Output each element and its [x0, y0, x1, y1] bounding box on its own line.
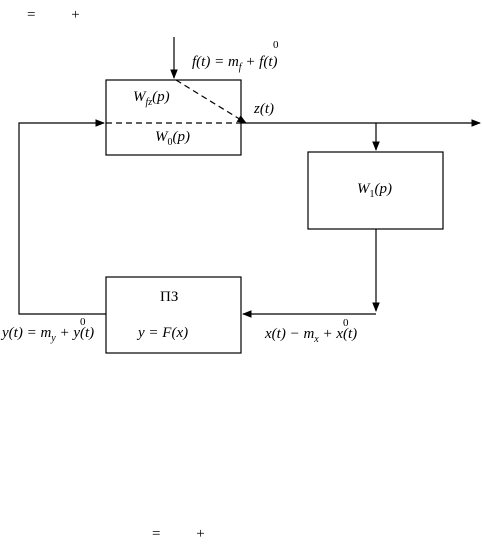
- feedback-signal-accent: 0: [80, 316, 86, 328]
- feedback-line: [18, 119, 106, 315]
- feedback-signal-label: y(t) = my + y(t): [0, 325, 94, 344]
- block-right-label: W1(p): [357, 181, 392, 200]
- top-plus: +: [71, 7, 80, 23]
- block-bottom-formula: y = F(x): [136, 325, 188, 341]
- bottom-plus: +: [196, 526, 205, 542]
- block-bottom: [105, 276, 242, 354]
- input-signal-label: f(t) = mf + f(t): [192, 54, 278, 73]
- output-signal-label: z(t): [253, 101, 274, 117]
- bottom-equals: =: [152, 526, 161, 542]
- block-top-diagonal: [175, 79, 247, 124]
- input-signal-accent: 0: [273, 39, 279, 51]
- top-equals: =: [27, 7, 36, 23]
- block-top-lower: W0(p): [155, 129, 190, 148]
- bottom-signal-accent: 0: [343, 317, 349, 329]
- top-fragment: = +: [27, 8, 80, 23]
- bottom-fragment: = +: [152, 527, 205, 542]
- block-top-upper: Wfz(p): [133, 89, 170, 108]
- block-bottom-title: ПЗ: [160, 289, 178, 305]
- bottom-signal-label: x(t) − mx + x(t): [264, 326, 357, 345]
